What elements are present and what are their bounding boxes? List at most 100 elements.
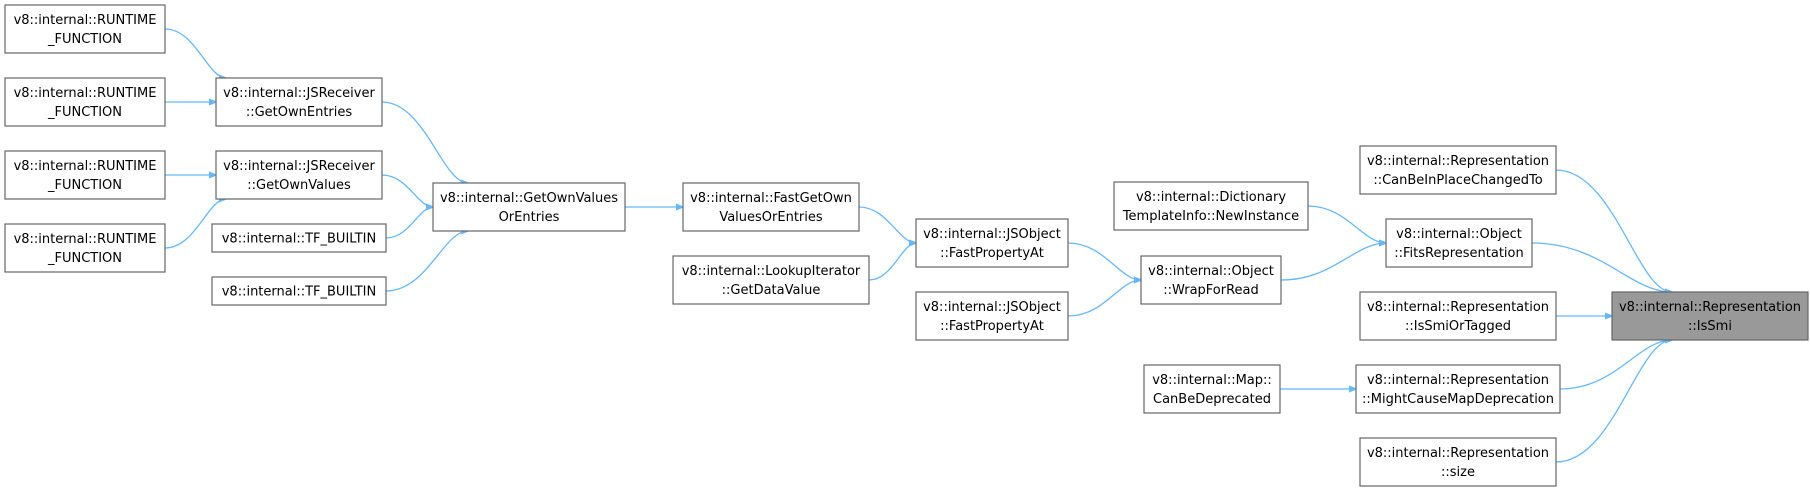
nodes-layer: v8::internal::Representation::IsSmiv8::i… xyxy=(4,4,1809,487)
node-box xyxy=(682,182,860,232)
node-label-line: ::GetDataValue xyxy=(722,283,821,298)
edge-n11-to-n8 xyxy=(868,243,916,281)
edge-n4-to-n0 xyxy=(1559,340,1672,390)
node-label-line: ::FitsRepresentation xyxy=(1394,246,1524,261)
node-box xyxy=(915,218,1069,268)
edge-n17-to-n13 xyxy=(164,28,226,78)
node-label-line: _FUNCTION xyxy=(47,32,122,47)
node-box xyxy=(4,4,166,54)
node-label-line: v8::internal::Representation xyxy=(1367,154,1549,169)
node-v8-internal-runtime-function[interactable]: v8::internal::RUNTIME_FUNCTION xyxy=(4,4,166,54)
edge-n6-to-n2 xyxy=(1307,205,1386,243)
node-label-line: ::WrapForRead xyxy=(1163,283,1259,298)
node-label-line: v8::internal::RUNTIME xyxy=(14,232,157,247)
node-label-line: ::IsSmi xyxy=(1688,319,1732,334)
node-v8-internal-jsobject-fastpropertyat[interactable]: v8::internal::JSObject::FastPropertyAt xyxy=(915,218,1069,268)
node-v8-internal-lookupiterator-getdatavalue[interactable]: v8::internal::LookupIterator::GetDataVal… xyxy=(672,255,870,305)
node-label-line: ::GetOwnEntries xyxy=(246,105,353,120)
node-label-line: _FUNCTION xyxy=(47,105,122,120)
edge-n10-to-n8 xyxy=(858,206,916,243)
node-label-line: ::IsSmiOrTagged xyxy=(1405,319,1511,334)
edge-n16-to-n12 xyxy=(385,231,468,292)
node-box xyxy=(4,77,166,127)
node-box xyxy=(1113,181,1309,231)
edge-n20-to-n14 xyxy=(164,199,226,249)
node-label-line: v8::internal::Representation xyxy=(1619,300,1801,315)
node-box xyxy=(1611,291,1809,341)
node-label-line: v8::internal::Representation xyxy=(1367,300,1549,315)
node-box xyxy=(1385,218,1533,268)
node-v8-internal-dictionarytemplateinfo-newinstance[interactable]: v8::internal::DictionaryTemplateInfo::Ne… xyxy=(1113,181,1309,231)
node-label-line: v8::internal::GetOwnValues xyxy=(440,191,618,206)
node-box xyxy=(1355,364,1561,414)
node-label-line: v8::internal::Map:: xyxy=(1152,373,1272,388)
node-box xyxy=(211,276,387,306)
node-label-line: v8::internal::Dictionary xyxy=(1136,190,1286,205)
edge-n13-to-n12 xyxy=(381,101,468,183)
node-label-line: CanBeDeprecated xyxy=(1153,392,1271,407)
node-label-line: OrEntries xyxy=(499,210,560,225)
node-label-line: v8::internal::JSObject xyxy=(923,227,1061,242)
node-v8-internal-jsreceiver-getownentries[interactable]: v8::internal::JSReceiver::GetOwnEntries xyxy=(215,77,383,127)
edge-n14-to-n12 xyxy=(381,174,433,207)
node-box xyxy=(432,182,626,232)
node-label-line: v8::internal::Representation xyxy=(1367,373,1549,388)
node-label-line: ValuesOrEntries xyxy=(719,210,823,225)
edges-layer xyxy=(164,28,1672,463)
node-label-line: v8::internal::Object xyxy=(1148,264,1274,279)
node-v8-internal-object-fitsrepresentation[interactable]: v8::internal::Object::FitsRepresentation xyxy=(1385,218,1533,268)
node-v8-internal-jsobject-fastpropertyat[interactable]: v8::internal::JSObject::FastPropertyAt xyxy=(915,291,1069,341)
node-box xyxy=(1140,255,1282,305)
edge-n15-to-n12 xyxy=(385,207,433,239)
node-label-line: v8::internal::JSReceiver xyxy=(223,86,375,101)
node-box xyxy=(211,223,387,253)
node-v8-internal-representation-canbeinplacechangedto[interactable]: v8::internal::Representation::CanBeInPla… xyxy=(1359,145,1557,195)
node-label-line: v8::internal::Object xyxy=(1396,227,1522,242)
edge-n9-to-n7 xyxy=(1067,280,1141,317)
node-v8-internal-runtime-function[interactable]: v8::internal::RUNTIME_FUNCTION xyxy=(4,77,166,127)
node-v8-internal-tf-builtin[interactable]: v8::internal::TF_BUILTIN xyxy=(211,223,387,253)
node-label-line: v8::internal::RUNTIME xyxy=(14,13,157,28)
node-label-line: _FUNCTION xyxy=(47,178,122,193)
node-v8-internal-representation-issmi[interactable]: v8::internal::Representation::IsSmi xyxy=(1611,291,1809,341)
edge-n7-to-n2 xyxy=(1280,243,1386,281)
node-box xyxy=(4,150,166,200)
node-label-line: ::FastPropertyAt xyxy=(940,319,1044,334)
edge-n5-to-n0 xyxy=(1555,340,1672,463)
node-label-line: v8::internal::RUNTIME xyxy=(14,86,157,101)
edge-n2-to-n0 xyxy=(1531,242,1672,292)
node-label-line: ::MightCauseMapDeprecation xyxy=(1362,392,1554,407)
node-label-line: v8::internal::JSObject xyxy=(923,300,1061,315)
node-v8-internal-representation-mightcausemapdeprecation[interactable]: v8::internal::Representation::MightCause… xyxy=(1355,364,1561,414)
node-box xyxy=(1359,437,1557,487)
node-v8-internal-representation-issmiortagged[interactable]: v8::internal::Representation::IsSmiOrTag… xyxy=(1359,291,1557,341)
node-v8-internal-jsreceiver-getownvalues[interactable]: v8::internal::JSReceiver::GetOwnValues xyxy=(215,150,383,200)
node-v8-internal-map-canbedeprecated[interactable]: v8::internal::Map::CanBeDeprecated xyxy=(1143,364,1281,414)
node-v8-internal-representation-size[interactable]: v8::internal::Representation::size xyxy=(1359,437,1557,487)
node-label-line: v8::internal::FastGetOwn xyxy=(690,191,852,206)
node-v8-internal-tf-builtin[interactable]: v8::internal::TF_BUILTIN xyxy=(211,276,387,306)
node-label-line: v8::internal::LookupIterator xyxy=(682,264,861,279)
node-v8-internal-runtime-function[interactable]: v8::internal::RUNTIME_FUNCTION xyxy=(4,150,166,200)
node-v8-internal-object-wrapforread[interactable]: v8::internal::Object::WrapForRead xyxy=(1140,255,1282,305)
node-label-line: v8::internal::TF_BUILTIN xyxy=(222,285,377,300)
node-label-line: v8::internal::Representation xyxy=(1367,446,1549,461)
node-label-line: v8::internal::TF_BUILTIN xyxy=(222,232,377,247)
node-label-line: ::GetOwnValues xyxy=(247,178,351,193)
node-label-line: v8::internal::JSReceiver xyxy=(223,159,375,174)
node-box xyxy=(1143,364,1281,414)
node-label-line: TemplateInfo::NewInstance xyxy=(1122,209,1299,224)
edge-n8-to-n7 xyxy=(1067,242,1141,280)
node-label-line: v8::internal::RUNTIME xyxy=(14,159,157,174)
node-box xyxy=(915,291,1069,341)
node-box xyxy=(215,150,383,200)
node-label-line: _FUNCTION xyxy=(47,251,122,266)
node-box xyxy=(672,255,870,305)
node-label-line: ::FastPropertyAt xyxy=(940,246,1044,261)
node-v8-internal-runtime-function[interactable]: v8::internal::RUNTIME_FUNCTION xyxy=(4,223,166,273)
node-box xyxy=(1359,291,1557,341)
edge-n1-to-n0 xyxy=(1555,169,1672,292)
